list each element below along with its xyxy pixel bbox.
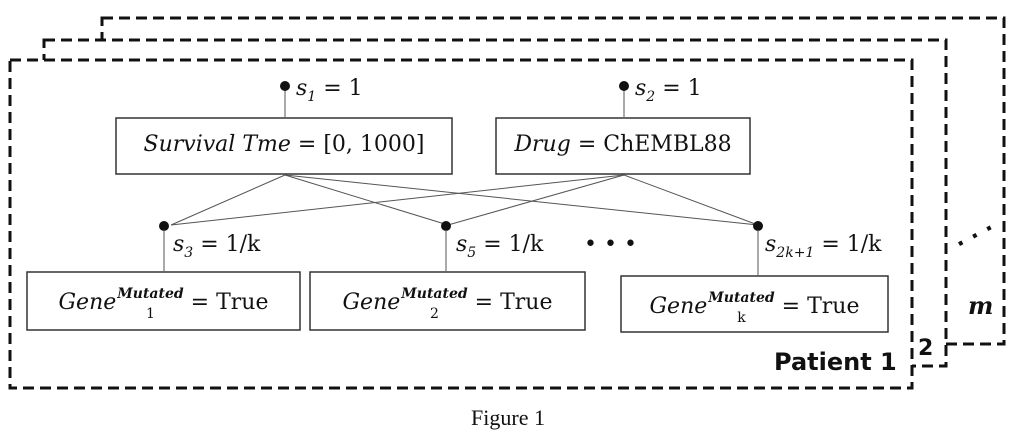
selector-s2k1-dot	[753, 221, 763, 231]
frame-patient-2-label: 2	[918, 336, 934, 361]
selector-s1-label: s1 = 1	[296, 76, 363, 105]
selector-s2k1-label: s2k+1 = 1/k	[765, 232, 882, 261]
figure-caption: Figure 1	[471, 405, 545, 430]
middle-ellipsis: • • •	[584, 232, 637, 257]
selector-s5-label: s5 = 1/k	[456, 232, 544, 261]
selector-s5-dot	[441, 221, 451, 231]
selector-s1-dot	[280, 81, 290, 91]
selector-s3-dot	[159, 221, 169, 231]
frame-patient-m-label: m	[968, 291, 994, 320]
selector-s2-label: s2 = 1	[635, 76, 702, 105]
selector-s3-label: s3 = 1/k	[173, 232, 261, 261]
node-gene1-box	[26, 271, 301, 331]
node-genek-box	[620, 275, 889, 333]
node-survival-time-label: Survival Tme = [0, 1000]	[143, 132, 425, 157]
node-gene2-box	[309, 271, 586, 331]
cross-edges	[170, 174, 759, 226]
frame-patient-1	[8, 58, 914, 390]
node-survival-time-box	[115, 117, 453, 175]
frame-patient-1-label: Patient 1	[774, 348, 897, 376]
node-drug-box	[495, 117, 751, 175]
selector-s2-dot	[619, 81, 629, 91]
node-drug-label: Drug = ChEMBL88	[514, 132, 732, 157]
